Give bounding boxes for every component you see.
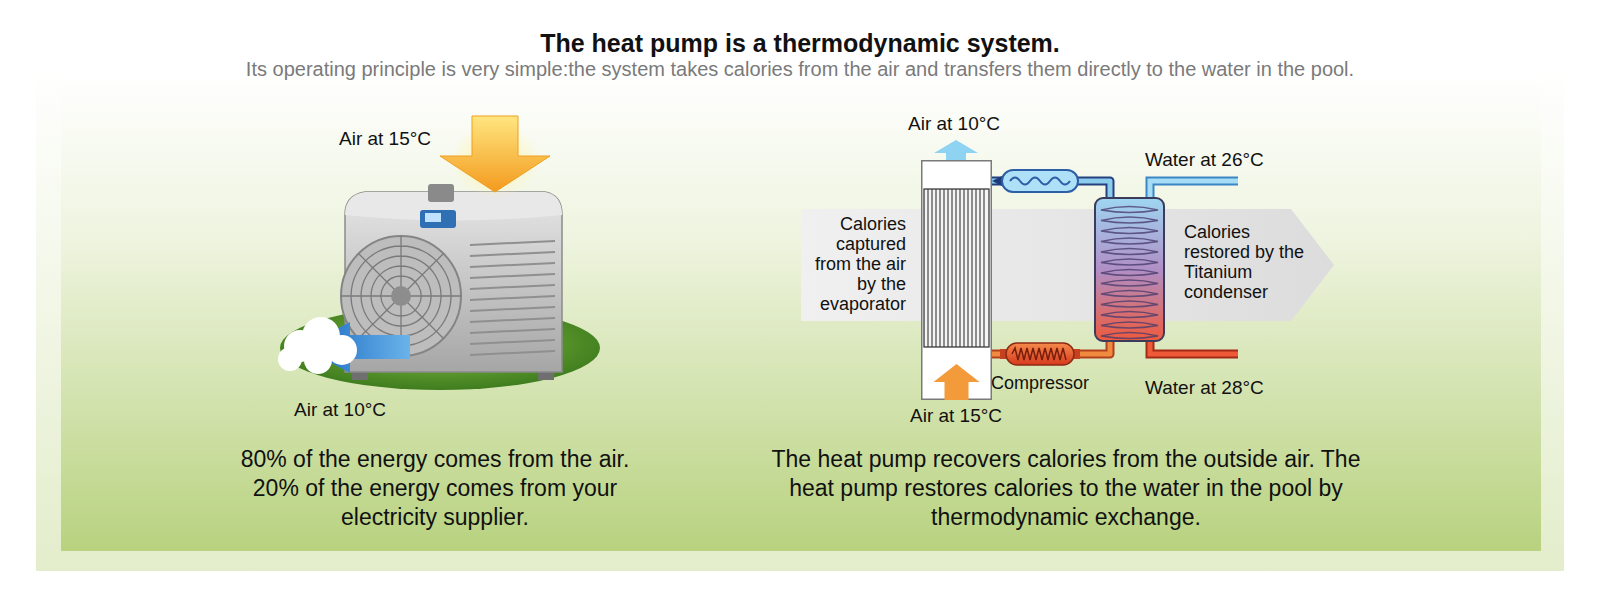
condenser-coil: Calories restored by the Titanium conden… (1094, 197, 1165, 342)
air-label: Air at 15°C (910, 405, 1002, 428)
fan-hub (391, 286, 411, 306)
cloud (278, 317, 357, 374)
pipe-core (992, 352, 1000, 357)
condenser-coil (1101, 207, 1158, 339)
water-pipe-core (1150, 181, 1238, 197)
pipe-core (1080, 342, 1110, 354)
compressor-coil (1012, 348, 1066, 360)
compressor-body (1006, 343, 1074, 365)
pipe-outline (992, 350, 1000, 359)
air-label: Air at 10°C (294, 399, 386, 422)
node-label: Calories captured from the air by the ev… (810, 214, 906, 314)
exhaust-air-arrow (934, 140, 978, 160)
heat-flow-band (801, 209, 1334, 321)
node-shape (1000, 340, 1080, 368)
caption-text: The heat pump recovers calories from the… (771, 445, 1361, 532)
node-label-block: Compressor (991, 373, 1089, 393)
cloud-puff (304, 346, 332, 374)
condenser-body (1095, 198, 1164, 341)
valve-coil (1010, 178, 1070, 185)
air-label: Air at 10°C (908, 113, 1000, 136)
control-screen (425, 213, 441, 222)
water-pipe (1150, 342, 1238, 354)
water-pipe (1150, 181, 1238, 197)
fin-lines (928, 189, 984, 347)
evaporator-housing (922, 161, 992, 400)
node-shape (1094, 197, 1165, 342)
heat-pump-unit (278, 116, 600, 390)
inner-panel (61, 72, 1541, 551)
unit-louvres (470, 241, 555, 355)
compressor-unit: Compressor (1000, 340, 1080, 368)
pipe-outline (1080, 342, 1110, 354)
intake-air-arrow (934, 364, 980, 400)
node-label: Calories restored by the Titanium conden… (1184, 222, 1314, 302)
caption-text: 80% of the energy comes from the air. 20… (240, 445, 630, 532)
unit-knob (428, 184, 454, 202)
cloud-puff (278, 347, 302, 371)
node-shape (921, 160, 992, 400)
control-panel (420, 210, 456, 228)
evaporator-fins (924, 189, 989, 347)
water-pipe-core (1150, 342, 1238, 354)
evaporator-box: Calories captured from the air by the ev… (921, 160, 992, 400)
subtitle: Its operating principle is very simple:t… (50, 57, 1550, 81)
refrigerant-pipe (992, 354, 1000, 355)
node-label-block: Calories restored by the Titanium conden… (1184, 222, 1314, 302)
node-label: Compressor (991, 373, 1089, 393)
water-label: Water at 26°C (1145, 149, 1264, 172)
warm-air-arrow (440, 116, 550, 192)
page-title: The heat pump is a thermodynamic system. (0, 28, 1600, 58)
expansion-valve (1002, 170, 1078, 192)
air-label: Air at 15°C (339, 128, 431, 151)
refrigerant-pipe (1080, 342, 1110, 354)
outer-panel (36, 66, 1564, 571)
water-label: Water at 28°C (1145, 377, 1264, 400)
node-label-block: Calories captured from the air by the ev… (810, 214, 906, 314)
